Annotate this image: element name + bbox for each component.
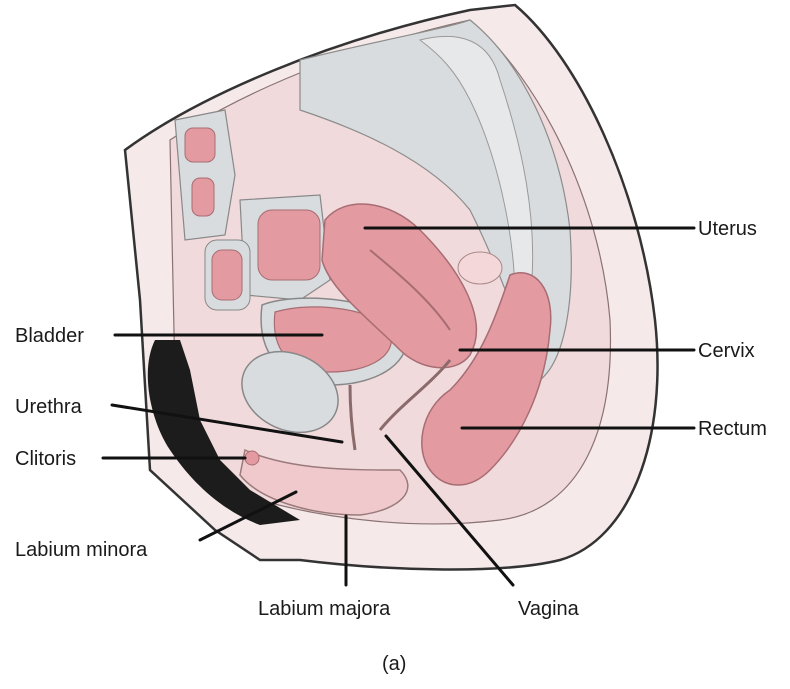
intestine-3 — [258, 210, 320, 280]
ovary — [458, 252, 502, 284]
label-bladder: Bladder — [15, 326, 84, 346]
intestine-1 — [185, 128, 215, 162]
label-clitoris: Clitoris — [15, 449, 76, 469]
intestine-5 — [212, 250, 242, 300]
intestine-2 — [192, 178, 214, 216]
label-labium-minora: Labium minora — [15, 540, 147, 560]
label-cervix: Cervix — [698, 341, 755, 361]
label-urethra: Urethra — [15, 397, 82, 417]
label-uterus: Uterus — [698, 219, 757, 239]
clitoris-shape — [245, 451, 259, 465]
label-vagina: Vagina — [518, 599, 579, 619]
figure-caption: (a) — [382, 654, 406, 674]
label-labium-majora: Labium majora — [258, 599, 390, 619]
label-rectum: Rectum — [698, 419, 767, 439]
